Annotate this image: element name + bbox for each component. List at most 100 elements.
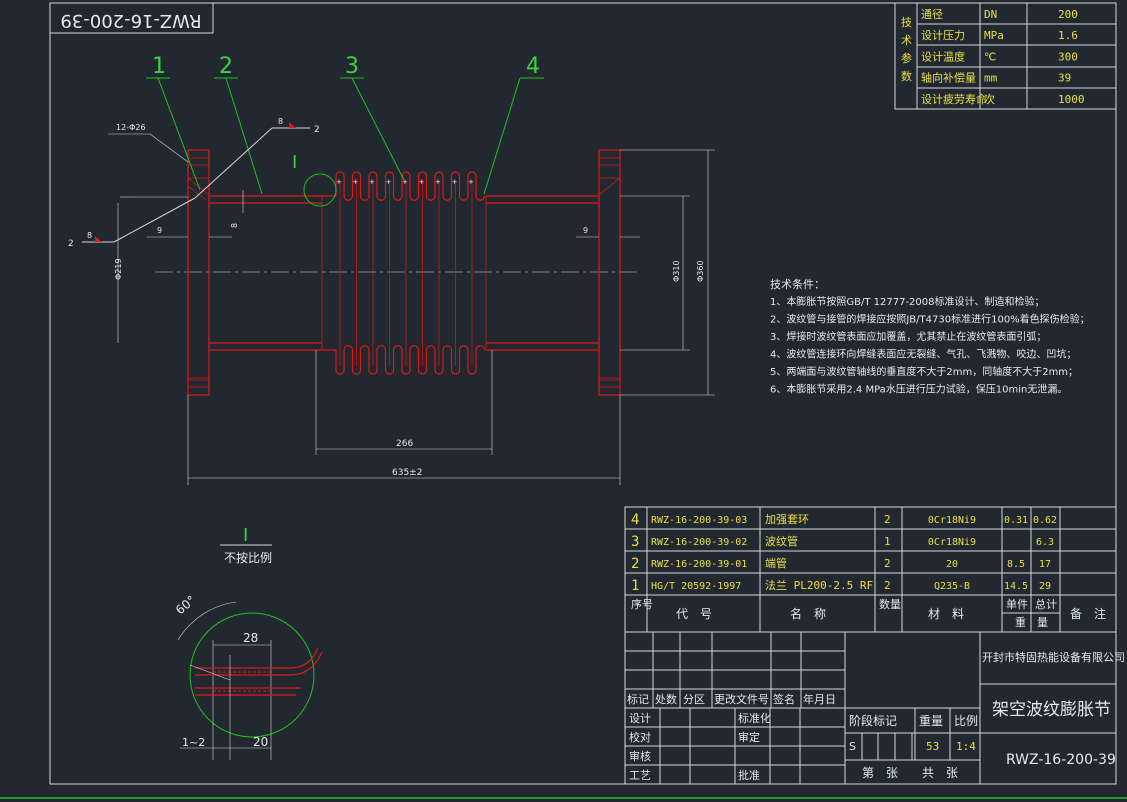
- svg-text:8: 8: [87, 231, 92, 240]
- param-name: 设计压力: [921, 29, 965, 42]
- svg-text:Φ219: Φ219: [114, 258, 123, 280]
- svg-text:12-Φ26: 12-Φ26: [116, 123, 146, 132]
- param-unit: DN: [984, 8, 997, 21]
- bom-name: 端管: [765, 556, 787, 570]
- mirrored-code: RWZ-16-200-39: [60, 10, 201, 31]
- tech-req-item: 5、两端面与波纹管轴线的垂直度不大于2mm，同轴度不大于2mm；: [770, 365, 1078, 378]
- role-label: 审核: [629, 749, 651, 763]
- bom-total-weight: 6.3: [1036, 537, 1054, 548]
- conv-mark: +: [452, 178, 458, 186]
- product-name: 架空波纹膨胀节: [992, 700, 1111, 720]
- bom-qty: 2: [884, 513, 891, 526]
- role-label: 标准化: [738, 711, 771, 725]
- rev-header: 签名: [773, 692, 795, 706]
- callout-1: 1: [152, 54, 166, 79]
- svg-text:共 张: 共 张: [922, 766, 958, 780]
- svg-text:8: 8: [278, 117, 283, 126]
- bom-code: RWZ-16-200-39-02: [651, 537, 747, 548]
- svg-text:备 注: 备 注: [1070, 606, 1106, 621]
- conv-mark: +: [435, 178, 441, 186]
- dimensions: 12-Φ26 Φ219 9 8 9 Φ310 Φ360 266: [108, 123, 715, 485]
- svg-text:2: 2: [314, 125, 320, 135]
- bom-code: RWZ-16-200-39-03: [651, 515, 747, 526]
- rev-header: 更改文件号: [714, 692, 769, 706]
- svg-text:代 号: 代 号: [676, 607, 712, 621]
- bom-total-weight: 17: [1039, 559, 1051, 570]
- detail-scale-note: 不按比例: [224, 551, 272, 565]
- bom-total-weight: 0.62: [1033, 515, 1057, 526]
- svg-text:S: S: [849, 740, 856, 753]
- svg-text:序号: 序号: [631, 597, 653, 611]
- svg-text:60°: 60°: [173, 593, 198, 617]
- right-flange: [598, 149, 621, 396]
- bellows: +++++++++: [322, 171, 486, 375]
- bom-material: 20: [946, 559, 958, 570]
- bellows-bottom: [322, 345, 486, 375]
- svg-text:RWZ-16-200-39: RWZ-16-200-39: [60, 10, 201, 31]
- callout-4: 4: [526, 54, 540, 79]
- svg-text:Φ360: Φ360: [696, 260, 705, 282]
- rev-header: 分区: [683, 693, 705, 706]
- bom-qty: 2: [884, 579, 891, 592]
- param-unit: ℃: [984, 50, 996, 63]
- param-value: 1.6: [1058, 29, 1078, 42]
- bom-material: 0Cr18Ni9: [928, 515, 976, 526]
- bom-no: 4: [631, 512, 639, 528]
- drawing-frame: [49, 2, 1117, 785]
- code-box: [49, 2, 214, 34]
- role-label: 工艺: [629, 769, 651, 782]
- svg-text:重 量: 重 量: [1015, 615, 1048, 629]
- bom-unit-weight: 0.31: [1004, 515, 1028, 526]
- end-pipes: [209, 195, 599, 351]
- rev-header: 标记: [627, 692, 649, 706]
- svg-text:名 称: 名 称: [790, 606, 826, 621]
- bom-name: 加强套环: [765, 513, 809, 526]
- role-label: 设计: [629, 712, 651, 725]
- callout-2: 2: [219, 54, 233, 79]
- bom-material: 0Cr18Ni9: [928, 537, 976, 548]
- bom-material: Q235-B: [934, 581, 970, 592]
- svg-text:总计: 总计: [1035, 597, 1057, 611]
- svg-text:比例: 比例: [954, 714, 978, 728]
- role-label: 校对: [629, 730, 651, 744]
- bom-qty: 2: [884, 557, 891, 570]
- param-name: 设计温度: [921, 49, 965, 63]
- param-value: 1000: [1058, 93, 1085, 106]
- bom-name: 法兰 PL200-2.5 RF: [765, 578, 873, 592]
- svg-text:Φ310: Φ310: [672, 260, 681, 282]
- param-name: 轴向补偿量: [921, 71, 976, 85]
- tech-req-item: 4、波纹管连接环向焊缝表面应无裂缝、气孔、飞溅物、咬边、凹坑；: [770, 348, 1076, 361]
- svg-text:单件: 单件: [1006, 598, 1028, 611]
- tech-req-item: 2、波纹管与接管的焊接应按照JB/T4730标准进行100%着色探伤检验；: [770, 313, 1090, 326]
- conv-mark: +: [402, 178, 408, 186]
- rev-header: 年月日: [803, 692, 836, 706]
- svg-text:635±2: 635±2: [392, 468, 422, 478]
- svg-text:2: 2: [68, 239, 74, 249]
- bom-no: 2: [631, 556, 639, 572]
- tech-req-item: 3、焊接时波纹管表面应加覆盖，尤其禁止在波纹管表面引弧；: [770, 330, 1046, 343]
- conv-mark: +: [468, 178, 474, 186]
- tech-requirements: 技术条件： 1、本膨胀节按照GB/T 12777-2008标准设计、制造和检验；…: [770, 277, 1090, 396]
- param-unit: mm: [984, 72, 998, 85]
- svg-text:材 料: 材 料: [928, 607, 964, 621]
- bom-total-weight: 29: [1039, 581, 1051, 592]
- param-value: 200: [1058, 8, 1078, 21]
- svg-text:53: 53: [926, 740, 939, 753]
- role-label: 批准: [738, 768, 760, 782]
- bom-headers: 序号 代 号 名 称 数量 材 料 单件 总计 重 量 备 注: [631, 597, 1106, 629]
- svg-text:1~2: 1~2: [182, 736, 205, 749]
- detail-circle: [303, 173, 337, 207]
- svg-text:28: 28: [243, 631, 258, 645]
- conv-mark: +: [336, 178, 342, 186]
- assembly-view: +++++++++ I 1 2 3 4 8 2 8 2: [68, 54, 715, 485]
- bom-name: 波纹管: [765, 534, 798, 548]
- param-unit: 次: [984, 92, 995, 106]
- svg-text:1:4: 1:4: [956, 740, 976, 753]
- bom-qty: 1: [884, 535, 891, 548]
- svg-text:9: 9: [583, 226, 588, 235]
- tech-req-item: 1、本膨胀节按照GB/T 12777-2008标准设计、制造和检验；: [770, 295, 1045, 308]
- param-value: 39: [1058, 72, 1071, 85]
- param-unit: MPa: [984, 29, 1004, 42]
